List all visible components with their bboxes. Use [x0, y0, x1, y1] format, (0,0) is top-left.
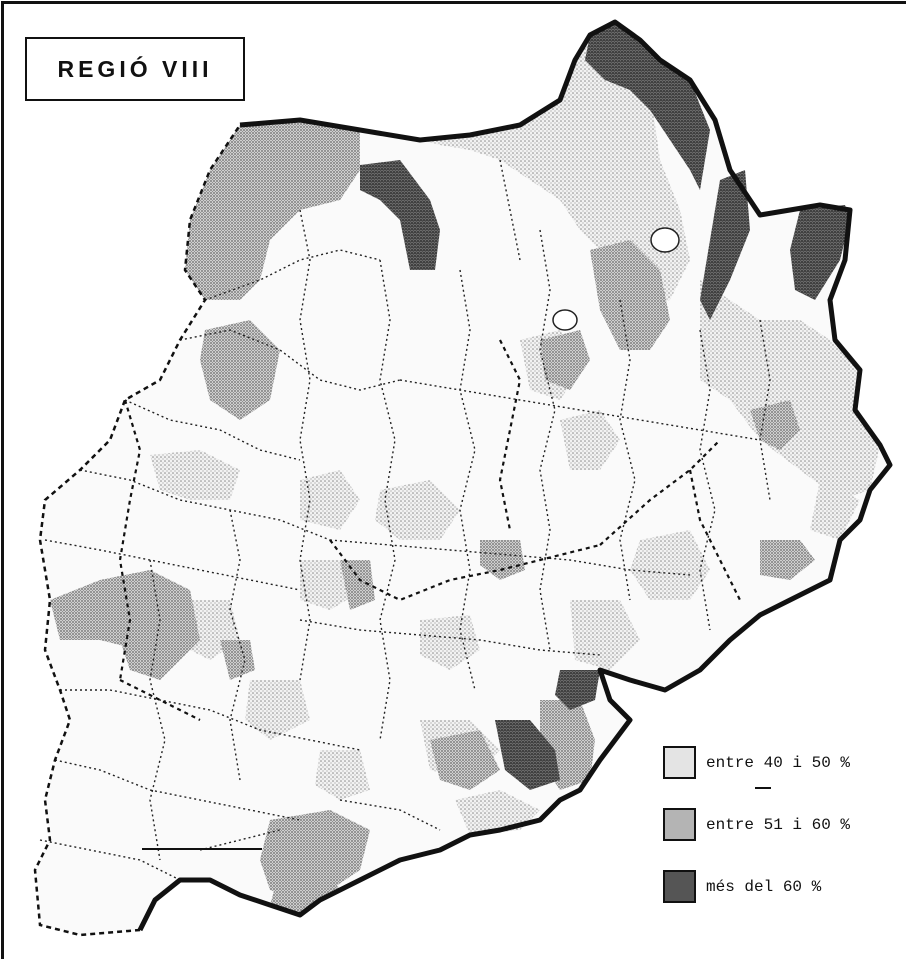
lake-shape: [650, 227, 680, 253]
region-title-box: REGIÓ VIII: [25, 37, 245, 101]
legend-swatch-low: [663, 746, 696, 779]
region-border-dashed: [33, 124, 242, 937]
shaded-areas-mid: [50, 120, 815, 915]
legend-item-high: més del 60 %: [663, 870, 821, 903]
legend-item-low: entre 40 i 50 %: [663, 746, 850, 779]
legend-label-low: entre 40 i 50 %: [706, 753, 851, 772]
region-title: REGIÓ VIII: [57, 55, 213, 82]
legend-item-mid: entre 51 i 60 %: [663, 808, 850, 841]
frame-tick: [142, 848, 262, 850]
legend-divider: [755, 787, 771, 789]
legend-label-high: més del 60 %: [706, 877, 822, 896]
lake-shape: [552, 309, 578, 331]
legend-swatch-mid: [663, 808, 696, 841]
legend-label-mid: entre 51 i 60 %: [706, 815, 851, 834]
shaded-areas-high: [360, 22, 850, 790]
legend-swatch-high: [663, 870, 696, 903]
district-boundaries: [118, 339, 741, 721]
region-border-solid: [137, 19, 893, 932]
municipal-boundaries: [39, 159, 771, 881]
